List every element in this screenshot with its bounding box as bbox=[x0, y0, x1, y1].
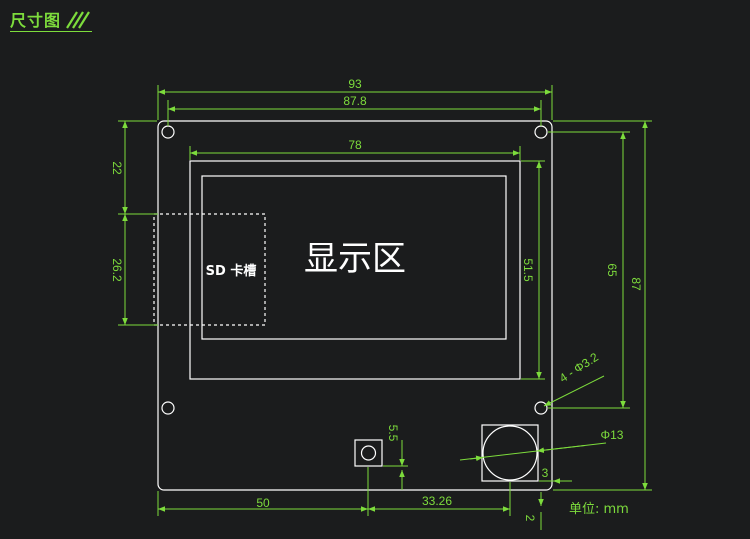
dim-left-to-button: 50 bbox=[256, 496, 270, 510]
section-header: 尺寸图 bbox=[10, 6, 93, 32]
header-underline bbox=[10, 31, 92, 32]
dim-screen-height: 51.5 bbox=[521, 258, 535, 282]
mount-hole-top-right bbox=[534, 125, 548, 139]
knob-circle bbox=[482, 425, 538, 481]
dim-screen-width: 78 bbox=[348, 138, 362, 152]
dim-top-to-sd: 22 bbox=[110, 161, 124, 175]
display-area-label: 显示区 bbox=[304, 239, 406, 279]
knob-housing bbox=[481, 424, 539, 482]
unit-label: 单位: mm bbox=[569, 502, 629, 517]
dim-hole-spacing-height: 65 bbox=[605, 263, 619, 277]
dim-button-to-knob: 33.26 bbox=[422, 494, 452, 508]
leader-hole-diameter bbox=[543, 375, 605, 407]
mount-hole-bottom-right bbox=[534, 401, 548, 415]
screen-active-area bbox=[201, 175, 507, 340]
dim-knob-offset: 3 bbox=[542, 466, 549, 480]
section-title: 尺寸图 bbox=[10, 11, 62, 30]
sd-slot-label: SD 卡槽 bbox=[206, 263, 257, 279]
dim-overall-width: 93 bbox=[348, 77, 362, 91]
dim-button-offset: 5.5 bbox=[386, 425, 400, 442]
button-cap bbox=[360, 445, 377, 461]
dim-overall-height: 87 bbox=[629, 277, 643, 291]
dim-sd-height: 26.2 bbox=[110, 258, 124, 282]
mount-hole-bottom-left bbox=[161, 401, 175, 415]
button-housing bbox=[354, 439, 383, 467]
slash-decoration-icon bbox=[66, 11, 90, 29]
screen-outer-frame bbox=[189, 160, 521, 380]
mount-hole-top-left bbox=[161, 125, 175, 139]
dim-knob-diameter: Φ13 bbox=[601, 428, 624, 442]
dim-bottom-offset: 2 bbox=[523, 515, 537, 522]
dim-hole-diameter: 4 - Φ3.2 bbox=[557, 350, 601, 386]
dim-hole-spacing-width: 87.8 bbox=[343, 94, 367, 108]
pcb-outline bbox=[157, 120, 553, 491]
sd-slot-outline bbox=[153, 213, 266, 326]
